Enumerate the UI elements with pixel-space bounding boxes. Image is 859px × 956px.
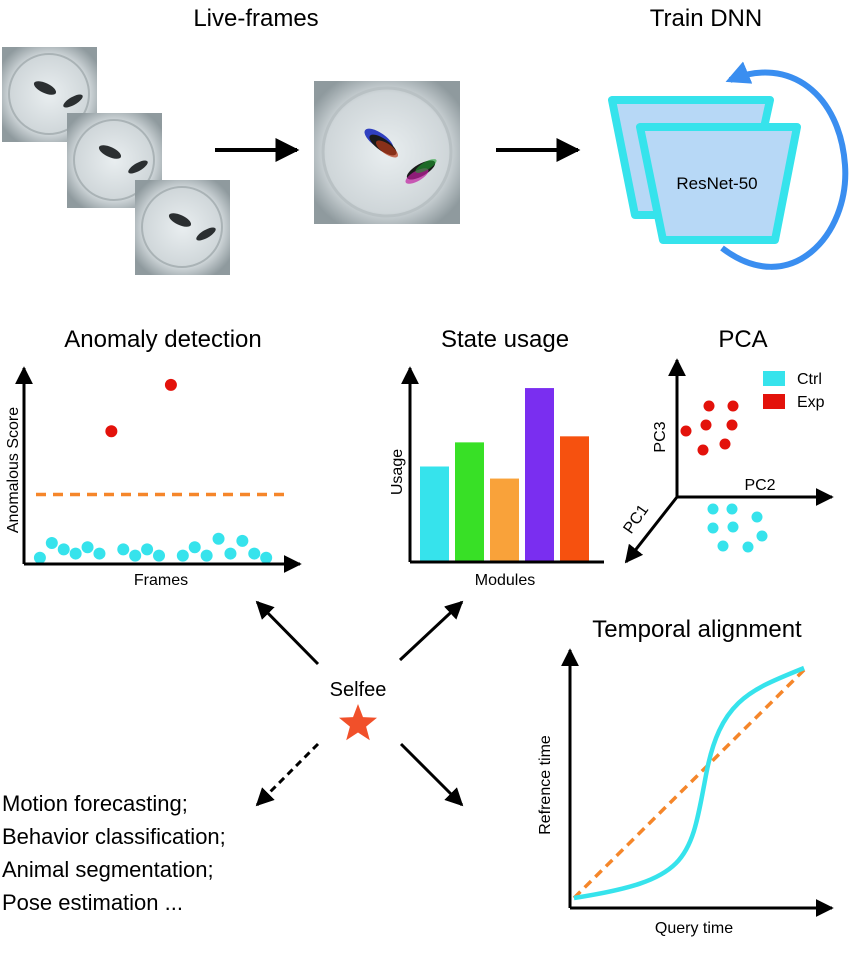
pca-pc3-label: PC3 [652, 421, 669, 452]
state-usage-title: State usage [441, 326, 569, 353]
pca-ctrl-points [707, 503, 768, 553]
usage-x-label: Modules [475, 572, 535, 589]
task-item: Behavior classification; [2, 824, 226, 849]
selfee-label: Selfee [330, 679, 387, 701]
normal-point [141, 543, 154, 556]
normal-point [93, 547, 106, 560]
anomaly-y-label: Anomalous Score [5, 407, 22, 533]
pca-pc1-label: PC1 [620, 502, 652, 537]
resnet-block: ResNet-50 [608, 96, 801, 244]
normal-point [248, 547, 261, 560]
ctrl-point [717, 540, 729, 552]
anomaly-x-label: Frames [134, 572, 188, 589]
pca-exp-points [680, 400, 739, 456]
normal-point [224, 547, 237, 560]
normal-point [33, 551, 46, 564]
normal-point [260, 551, 273, 564]
anomaly-points-group [33, 378, 286, 564]
training-loop-arrow [720, 61, 849, 270]
usage-bar [490, 478, 519, 561]
normal-point [57, 543, 70, 556]
ctrl-point [726, 503, 738, 515]
normal-point [212, 532, 225, 545]
arrow-to-other-tasks [255, 742, 320, 807]
ctrl-point [756, 530, 768, 542]
legend-exp-swatch [763, 394, 785, 409]
usage-y-label: Usage [389, 449, 406, 495]
network-label: ResNet-50 [676, 174, 757, 193]
arrow-to-usage [398, 600, 464, 662]
exp-point [726, 419, 738, 431]
exp-point [703, 400, 715, 412]
selfee-star-icon [339, 704, 377, 741]
live-frames-title: Live-frames [193, 5, 318, 32]
task-item: Pose estimation ... [2, 890, 183, 915]
anomaly-point [164, 378, 177, 391]
normal-point [129, 549, 142, 562]
normal-point [236, 534, 249, 547]
diagonal-reference-line [572, 666, 808, 900]
temporal-x-label: Query time [655, 920, 733, 937]
legend-ctrl-swatch [763, 371, 785, 386]
exp-point [719, 438, 731, 450]
usage-bars-group [420, 388, 589, 561]
state-usage-chart: Modules Usage [389, 366, 604, 589]
pca-chart: PC3 PC2 PC1 Ctrl Exp [620, 358, 834, 564]
exp-point [700, 419, 712, 431]
train-dnn-title: Train DNN [650, 5, 762, 32]
exp-point [727, 400, 739, 412]
normal-point [200, 549, 213, 562]
network-front-layer [636, 123, 801, 244]
anomaly-point [105, 425, 118, 438]
ctrl-point [742, 541, 754, 553]
ctrl-point [727, 521, 739, 533]
usage-bar [560, 436, 589, 561]
temporal-chart: Query time Refrence time [537, 648, 834, 937]
pca-pc2-label: PC2 [744, 477, 775, 494]
temporal-y-label: Refrence time [537, 735, 554, 835]
pca-title: PCA [718, 326, 767, 353]
other-tasks-list: Motion forecasting; Behavior classificat… [2, 791, 226, 915]
frame-3 [135, 180, 230, 275]
legend-ctrl-label: Ctrl [797, 371, 822, 388]
alignment-curve [573, 665, 805, 901]
usage-bar [525, 388, 554, 561]
anomaly-title: Anomaly detection [64, 326, 261, 353]
legend-exp-label: Exp [797, 394, 825, 411]
task-item: Animal segmentation; [2, 857, 214, 882]
task-item: Motion forecasting; [2, 791, 188, 816]
arrow-to-temporal [399, 742, 464, 807]
temporal-title: Temporal alignment [592, 616, 802, 643]
anomaly-chart: Frames Anomalous Score [5, 366, 302, 589]
pca-legend: Ctrl Exp [763, 371, 825, 411]
normal-point [81, 541, 94, 554]
exp-point [680, 425, 692, 437]
normal-point [188, 541, 201, 554]
merged-frame [314, 81, 460, 224]
ctrl-point [707, 503, 719, 515]
arrow-to-anomaly [255, 600, 320, 666]
normal-point [69, 547, 82, 560]
usage-bar [420, 466, 449, 561]
normal-point [176, 549, 189, 562]
normal-point [45, 537, 58, 550]
frame-1 [2, 47, 97, 142]
pca-pc1-axis [624, 496, 679, 564]
ctrl-point [707, 522, 719, 534]
normal-point [117, 543, 130, 556]
normal-point [153, 549, 165, 562]
ctrl-point [751, 511, 763, 523]
live-frame-stack [2, 47, 230, 275]
usage-bar [455, 442, 484, 561]
exp-point [697, 444, 709, 456]
